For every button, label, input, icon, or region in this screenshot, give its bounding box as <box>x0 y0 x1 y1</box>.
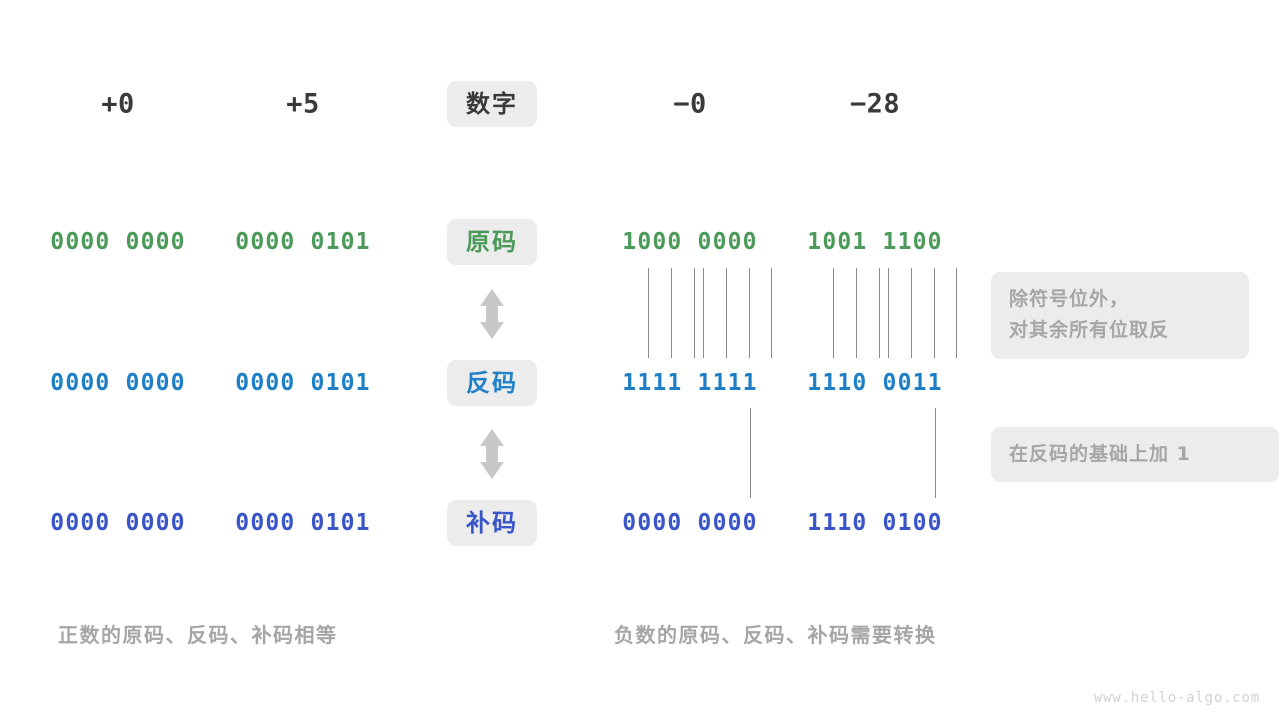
caption-positive-equal: 正数的原码、反码、补码相等 <box>58 623 338 647</box>
label-sign-magnitude: 原码 <box>447 219 537 265</box>
connector-tick <box>671 268 672 358</box>
header-plus-five: +5 <box>286 88 320 120</box>
label-ones-complement: 反码 <box>447 360 537 406</box>
double-arrow-icon-magnitude-to-ones <box>479 288 505 340</box>
connector-tick <box>888 268 889 358</box>
header-minus-twenty-eight: −28 <box>849 88 901 120</box>
value-sign-magnitude-plus-five: 0000 0101 <box>235 229 371 255</box>
value-twos-complement-minus-twenty-eight: 1110 0100 <box>807 510 943 536</box>
double-arrow-icon-ones-to-twos <box>479 428 505 480</box>
caption-negative-convert: 负数的原码、反码、补码需要转换 <box>614 623 937 647</box>
header-minus-zero: −0 <box>673 88 707 120</box>
value-sign-magnitude-minus-twenty-eight: 1001 1100 <box>807 229 943 255</box>
connector-tick <box>749 268 750 358</box>
connector-tick <box>856 268 857 358</box>
connector-tick-carry-minus-twenty-eight <box>935 408 936 498</box>
connector-tick <box>648 268 649 358</box>
note-invert-bits: 除符号位外， 对其余所有位取反 <box>991 272 1249 359</box>
connector-tick <box>771 268 772 358</box>
connector-tick <box>879 268 880 358</box>
connector-tick <box>726 268 727 358</box>
connector-tick <box>703 268 704 358</box>
connector-tick <box>934 268 935 358</box>
value-ones-complement-plus-zero: 0000 0000 <box>50 370 186 396</box>
value-ones-complement-plus-five: 0000 0101 <box>235 370 371 396</box>
value-twos-complement-plus-five: 0000 0101 <box>235 510 371 536</box>
value-sign-magnitude-minus-zero: 1000 0000 <box>622 229 758 255</box>
header-plus-zero: +0 <box>101 88 135 120</box>
value-ones-complement-minus-twenty-eight: 1110 0011 <box>807 370 943 396</box>
watermark: www.hello-algo.com <box>1093 690 1260 706</box>
value-twos-complement-plus-zero: 0000 0000 <box>50 510 186 536</box>
value-twos-complement-minus-zero: 0000 0000 <box>622 510 758 536</box>
value-sign-magnitude-plus-zero: 0000 0000 <box>50 229 186 255</box>
label-twos-complement: 补码 <box>447 500 537 546</box>
connector-tick <box>911 268 912 358</box>
connector-tick-carry-minus-zero <box>750 408 751 498</box>
connector-tick <box>956 268 957 358</box>
note-add-one: 在反码的基础上加 1 <box>991 427 1279 483</box>
label-number: 数字 <box>447 81 537 127</box>
connector-tick <box>694 268 695 358</box>
value-ones-complement-minus-zero: 1111 1111 <box>622 370 758 396</box>
connector-tick <box>833 268 834 358</box>
